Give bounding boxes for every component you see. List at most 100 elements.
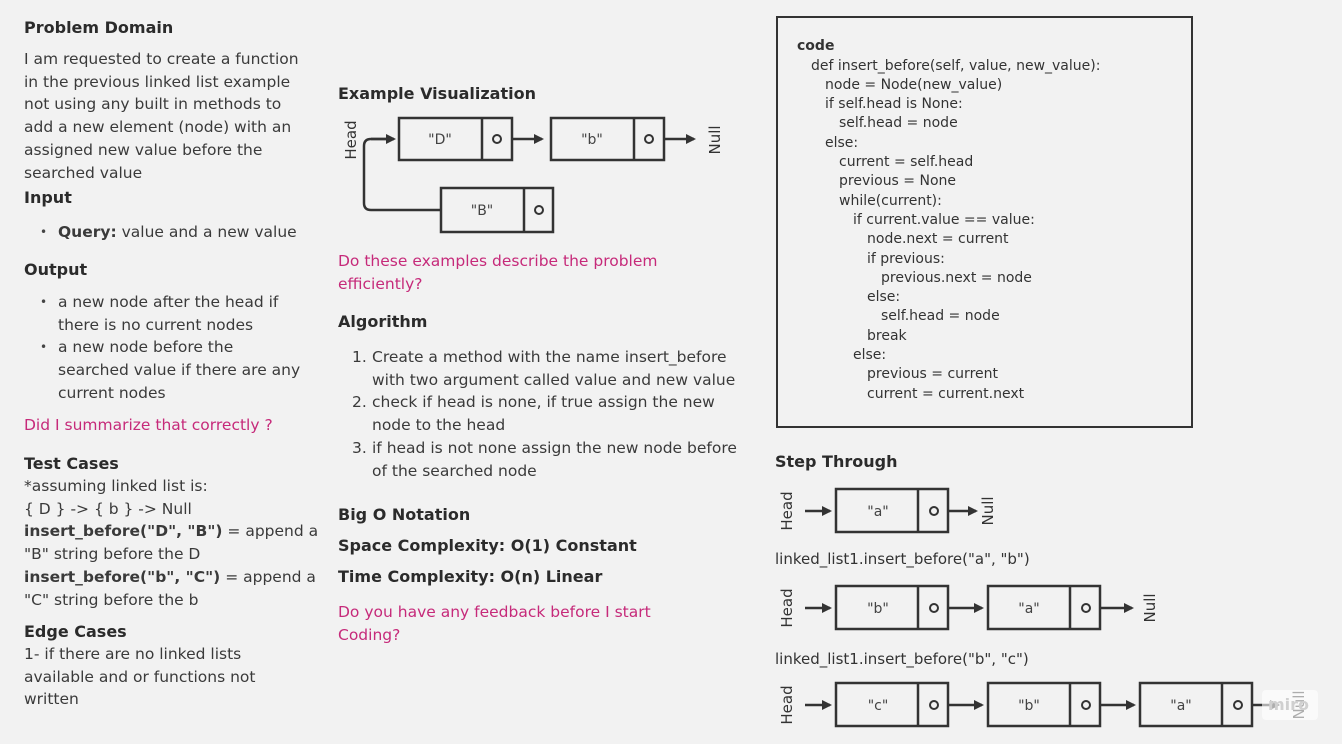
row3-node-pointer	[929, 700, 939, 710]
code-line: self.head = node	[839, 115, 958, 131]
code-line: else:	[853, 347, 887, 363]
example-insert-arrow	[362, 137, 441, 212]
row3-node-b	[986, 681, 1102, 728]
algorithm-step-line: check if head is none, if true assign th…	[372, 393, 715, 412]
row2-head-label: Head	[778, 588, 796, 627]
problem-domain-line: I am requested to create a function	[24, 50, 299, 68]
algorithm-step-line: with two argument called value and new v…	[372, 370, 736, 389]
output-item-line: a new node after the head if	[58, 293, 279, 311]
row3-node-a-label: "a"	[1170, 698, 1191, 714]
algorithm-steps: 1. Create a method with the name insert_…	[338, 346, 737, 482]
code-line: current = current.next	[867, 386, 1025, 402]
row2-node-b	[834, 584, 950, 631]
code-line: else:	[867, 289, 901, 305]
feedback-question-line: Do you have any feedback before I start	[338, 603, 651, 621]
code-title: code	[797, 38, 835, 54]
examples-question-line: Do these examples describe the problem	[338, 252, 658, 270]
input-query-label: Query:	[58, 223, 117, 241]
output-item: a new node before the searched value if …	[24, 336, 300, 404]
row2-node-a-label: "a"	[1018, 601, 1039, 617]
example-node-b	[549, 116, 666, 162]
example-head-label: Head	[342, 120, 360, 159]
edge-case-line: available and or functions not	[24, 667, 256, 686]
example-node-D	[397, 116, 514, 162]
code-line: current = self.head	[839, 154, 974, 170]
row3-node-c	[834, 681, 950, 728]
code-line: previous = None	[839, 173, 957, 189]
test-case-1-call: insert_before("D", "B")	[24, 522, 223, 541]
row1-node-a-label: "a"	[867, 504, 888, 520]
output-item: a new node after the head if there is no…	[24, 291, 300, 336]
output-list: a new node after the head if there is no…	[24, 291, 300, 405]
code-line: else:	[825, 135, 859, 151]
code-line: if current.value == value:	[853, 212, 1035, 228]
problem-domain-line: assigned new value before the	[24, 140, 263, 159]
test-assumption: *assuming linked list is:	[24, 477, 208, 495]
code-box: code def insert_before(self, value, new_…	[776, 16, 1193, 428]
problem-domain-text: I am requested to create a function in t…	[24, 48, 299, 184]
space-complexity: Space Complexity: O(1) Constant	[338, 536, 637, 555]
test-cases-heading: Test Cases	[24, 454, 119, 473]
example-node-B	[439, 186, 555, 234]
row3-node-c-label: "c"	[868, 698, 889, 714]
algorithm-step: 1. Create a method with the name insert_…	[338, 346, 737, 391]
input-query-text: value and a new value	[116, 223, 297, 241]
row2-null-label: Null	[1141, 593, 1159, 622]
example-node-pointer	[492, 134, 502, 144]
algorithm-step-line: of the searched node	[372, 461, 537, 480]
output-item-line: there is no current nodes	[58, 315, 254, 334]
example-node-B-label: "B"	[471, 203, 493, 219]
edge-case-line: written	[24, 690, 79, 709]
algorithm-step-number: 3.	[352, 438, 367, 457]
code-line: while(current):	[839, 193, 942, 209]
problem-domain-heading: Problem Domain	[24, 18, 174, 37]
test-cases-text: *assuming linked list is: { D } -> { b }…	[24, 475, 318, 611]
algorithm-step-number: 1.	[352, 348, 367, 366]
output-item-line: a new node before the	[58, 338, 234, 357]
algorithm-step-line: Create a method with the name insert_bef…	[372, 348, 727, 366]
test-case-1-line2: "B" string before the D	[24, 545, 201, 564]
row3-node-pointer	[1081, 700, 1091, 710]
miro-watermark: miro	[1262, 690, 1318, 720]
code-line: if self.head is None:	[825, 96, 963, 112]
output-item-line: searched value if there are any	[58, 361, 301, 380]
test-list: { D } -> { b } -> Null	[24, 499, 192, 518]
code-line: previous.next = node	[881, 270, 1032, 286]
input-query-item: Query: value and a new value	[24, 221, 297, 244]
edge-cases-heading: Edge Cases	[24, 622, 127, 641]
examples-question: Do these examples describe the problem e…	[338, 250, 658, 296]
examples-question-line: efficiently?	[338, 275, 423, 293]
row3-head-label: Head	[778, 685, 796, 724]
code-line: if previous:	[867, 251, 945, 267]
summary-question: Did I summarize that correctly ?	[24, 416, 273, 434]
time-complexity: Time Complexity: O(n) Linear	[338, 567, 603, 586]
feedback-question: Do you have any feedback before I start …	[338, 601, 651, 647]
row2-node-b-label: "b"	[867, 601, 889, 617]
code-line: break	[867, 328, 907, 344]
algorithm-step-line: node to the head	[372, 416, 506, 435]
call-1: linked_list1.insert_before("a", "b")	[775, 550, 1030, 569]
example-node-b-label: "b"	[581, 132, 603, 148]
algorithm-step: 3. if head is not none assign the new no…	[338, 437, 737, 482]
row2-node-a	[986, 584, 1102, 631]
example-node-pointer	[644, 134, 654, 144]
input-heading: Input	[24, 188, 72, 207]
code-line: node.next = current	[867, 231, 1009, 247]
row2-node-pointer	[929, 603, 939, 613]
example-node-D-label: "D"	[428, 132, 452, 148]
row3-node-b-label: "b"	[1018, 698, 1040, 714]
algorithm-step-line: if head is not none assign the new node …	[372, 438, 737, 457]
miro-logo-text: miro	[1268, 695, 1310, 714]
row2-node-pointer	[1081, 603, 1091, 613]
output-heading: Output	[24, 260, 88, 279]
big-o-heading: Big O Notation	[338, 505, 471, 524]
step-through-diagram: Head "a" Null linked_list1.insert_before…	[775, 487, 1308, 728]
row3-node-pointer	[1233, 700, 1243, 710]
feedback-question-line: Coding?	[338, 626, 401, 644]
algorithm-step: 2. check if head is none, if true assign…	[338, 391, 737, 436]
test-case-1: insert_before("D", "B") = append a	[24, 520, 318, 543]
code-line: previous = current	[867, 366, 998, 382]
output-item-line: current nodes	[58, 383, 166, 402]
test-case-2-line2: "C" string before the b	[24, 590, 199, 609]
code-line: def insert_before(self, value, new_value…	[811, 58, 1101, 74]
